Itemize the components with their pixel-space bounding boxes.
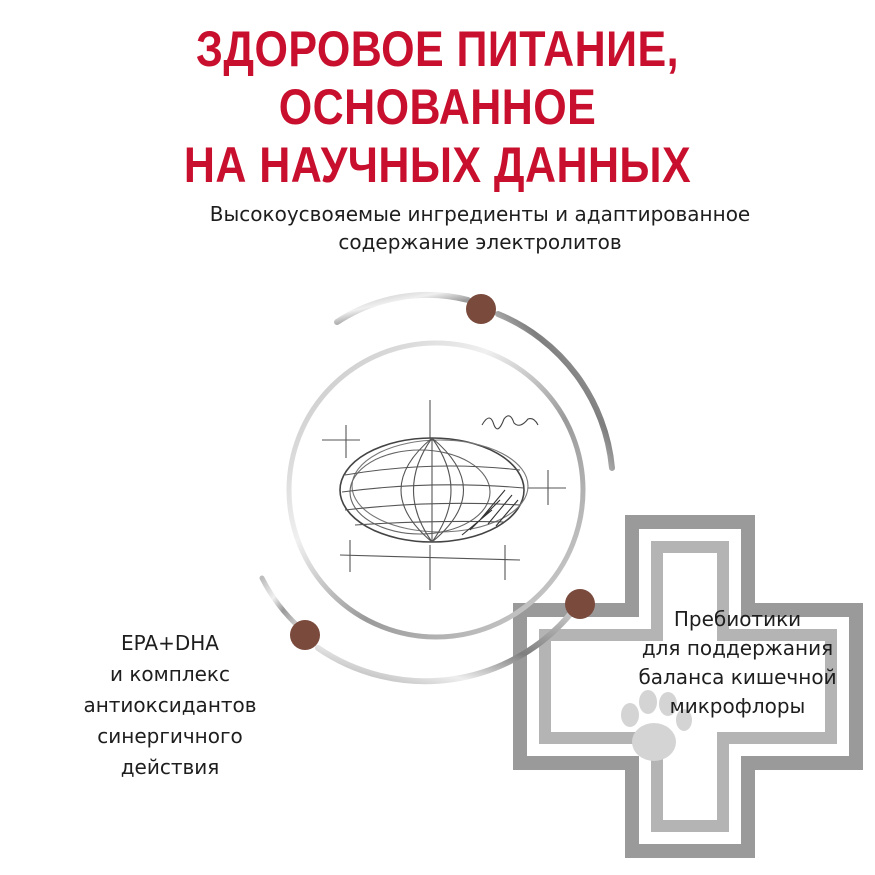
- benefit-right-text: Пребиотики для поддержания баланса кишеч…: [605, 605, 870, 721]
- benefit-dot-right: [565, 589, 595, 619]
- inner-ring: [286, 340, 586, 640]
- title-line-1: ЗДОРОВОЕ ПИТАНИЕ, ОСНОВАННОЕ: [196, 21, 679, 135]
- benefit-top-line-1: Высокоусвояемые ингредиенты и адаптирова…: [209, 202, 751, 226]
- benefit-right-line-3: баланса кишечной: [638, 665, 837, 689]
- title-line-2: НА НАУЧНЫХ ДАННЫХ: [183, 137, 692, 193]
- benefit-right-line-2: для поддержания: [641, 636, 834, 660]
- benefit-left-text: EPA+DHA и комплекс антиоксидантов синерг…: [40, 628, 300, 783]
- page-title: ЗДОРОВОЕ ПИТАНИЕ, ОСНОВАННОЕ НА НАУЧНЫХ …: [61, 20, 814, 194]
- paw-icon: [621, 690, 692, 761]
- benefit-left-line-3: антиоксидантов: [83, 693, 257, 717]
- benefit-left-line-5: действия: [120, 755, 220, 779]
- benefit-right-line-1: Пребиотики: [673, 607, 802, 631]
- benefit-left-line-1: EPA+DHA: [121, 631, 219, 655]
- benefit-dot-left: [290, 620, 320, 650]
- benefit-left-line-4: синергичного: [97, 724, 243, 748]
- benefit-right-line-4: микрофлоры: [669, 694, 806, 718]
- benefit-top-text: Высокоусвояемые ингредиенты и адаптирова…: [130, 200, 830, 256]
- benefit-left-line-2: и комплекс: [110, 662, 230, 686]
- benefit-dot-top: [466, 294, 496, 324]
- benefit-top-line-2: содержание электролитов: [338, 230, 622, 254]
- kibble-sketch-icon: [322, 400, 566, 590]
- medical-cross-icon: [513, 515, 863, 858]
